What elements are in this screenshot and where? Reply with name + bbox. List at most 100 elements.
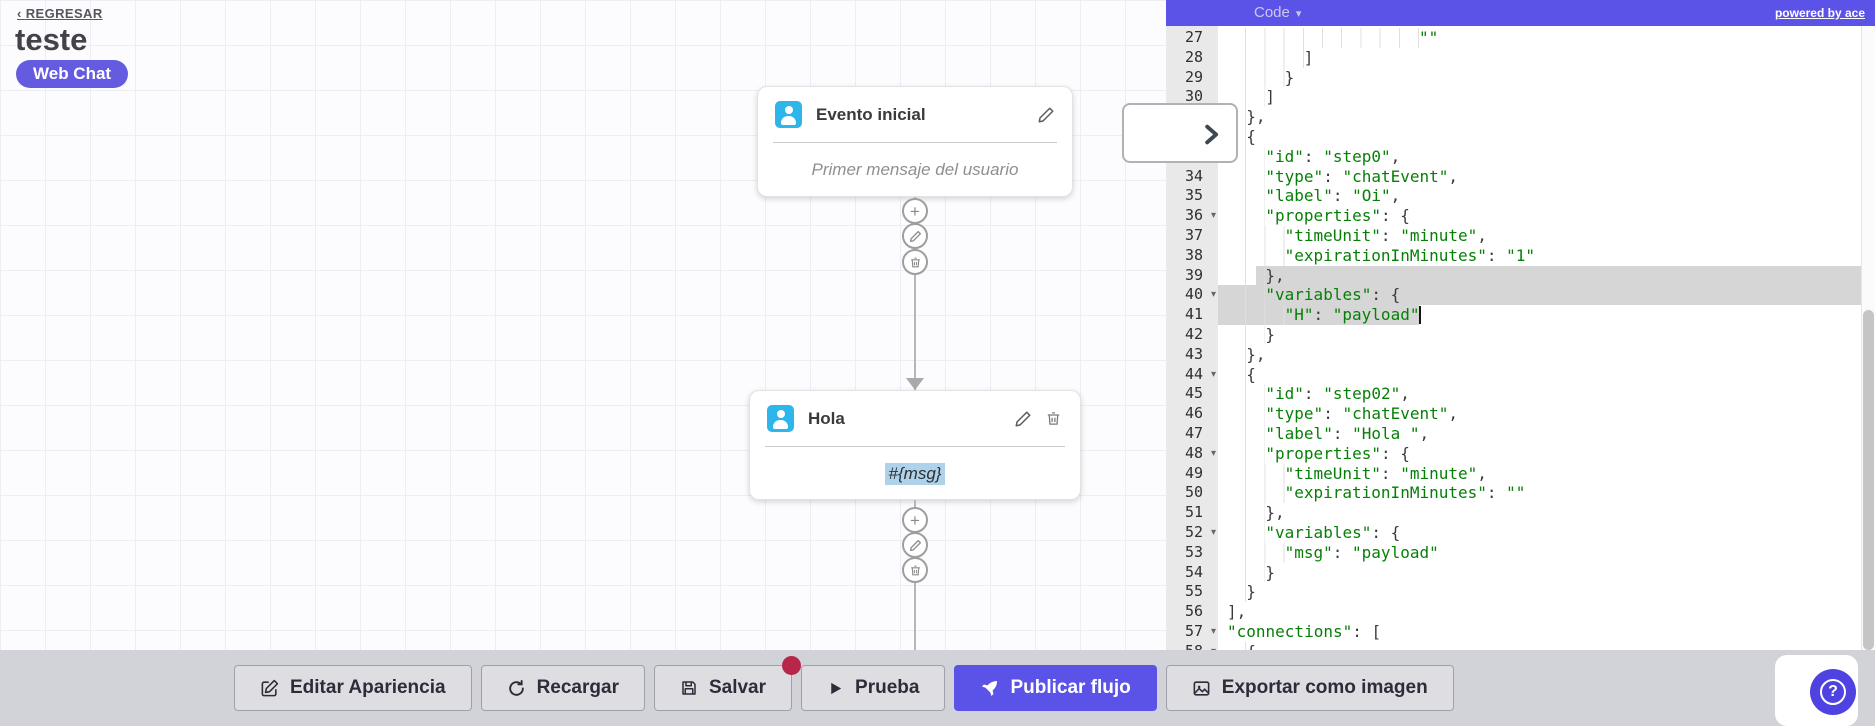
gutter-line-number[interactable]: 49 [1184,463,1203,482]
edit-node-button[interactable] [1037,106,1055,124]
code-lines[interactable]: ""]}]},{"id": "step0","type": "chatEvent… [1218,26,1861,650]
code-line[interactable]: "msg": "payload" [1218,542,1861,563]
code-line[interactable]: "label": "Hola ", [1218,423,1861,444]
gutter-line-number[interactable]: 48▾ [1184,443,1216,462]
gutter-line-number[interactable]: 28 [1184,47,1203,66]
code-line[interactable]: "label": "Oi", [1218,186,1861,207]
code-line[interactable]: ] [1218,87,1861,108]
back-link[interactable]: ‹ REGRESAR [17,6,103,21]
edit-connection-button[interactable] [902,223,928,249]
gutter-line-number[interactable]: 36▾ [1184,206,1216,225]
toolbar-button-publicar-flujo[interactable]: Publicar flujo [954,665,1157,711]
code-line[interactable]: "" [1218,28,1861,48]
help-button[interactable]: ? [1810,669,1856,715]
code-line[interactable]: "type": "chatEvent", [1218,166,1861,187]
gutter-line-number[interactable]: 43 [1184,344,1203,363]
gutter-line-number[interactable]: 52▾ [1184,522,1216,541]
gutter-line-number[interactable]: 56 [1184,602,1203,621]
gutter-line-number[interactable]: 40▾ [1184,285,1216,304]
code-line[interactable]: "variables": { [1218,522,1861,543]
code-line[interactable]: } [1218,582,1861,603]
fold-toggle-icon[interactable]: ▾ [1210,210,1216,222]
flow-node-evento-inicial[interactable]: Evento inicial Primer mensaje del usuari… [757,86,1073,197]
flow-node-hola[interactable]: Hola #{msg} [749,390,1081,500]
back-link-label: REGRESAR [25,6,103,21]
gutter-line-number[interactable]: 54 [1184,562,1203,581]
connector-line [914,197,916,390]
toolbar-button-recargar[interactable]: Recargar [480,665,645,711]
fold-toggle-icon[interactable]: ▾ [1210,289,1216,301]
gutter-line-number[interactable]: 47 [1184,423,1203,442]
code-line[interactable]: "variables": { [1218,285,1861,306]
gutter-line-number[interactable]: 45 [1184,384,1203,403]
gutter-line-number[interactable]: 53 [1184,542,1203,561]
pencil-icon [909,539,921,551]
gutter-line-number[interactable]: 57▾ [1184,621,1216,640]
gutter-line-number[interactable]: 37 [1184,225,1203,244]
code-scrollbar[interactable] [1861,26,1875,650]
fold-toggle-icon[interactable]: ▾ [1211,642,1216,650]
code-line[interactable]: ] [1218,47,1861,68]
edit-node-button[interactable] [1014,410,1032,428]
collapse-panel-button[interactable] [1122,103,1238,163]
gutter-line-number[interactable]: 42 [1184,324,1203,343]
gutter-line-number[interactable]: 34 [1184,166,1203,185]
code-line[interactable]: } [1218,324,1861,345]
code-line[interactable]: "properties": { [1218,443,1861,464]
gutter-line-number[interactable]: 50 [1184,483,1203,502]
gutter-line-number[interactable]: 29 [1184,67,1203,86]
gutter-line-number[interactable]: 39 [1184,265,1203,284]
fold-toggle-icon[interactable]: ▾ [1210,368,1216,380]
gutter-line-number[interactable]: 55 [1184,582,1203,601]
scrollbar-thumb[interactable] [1863,310,1874,650]
gutter-line-number[interactable]: 38 [1184,245,1203,264]
gutter-line-number[interactable]: 30 [1184,87,1203,106]
add-step-button[interactable]: + [902,198,928,224]
connector-chain: + [902,197,928,390]
code-line[interactable]: ], [1227,602,1247,622]
code-line[interactable]: "id": "step0", [1218,146,1861,167]
toolbar-button-salvar[interactable]: Salvar [653,656,802,711]
toolbar-button-prueba[interactable]: Prueba [801,665,946,711]
code-line[interactable]: }, [1218,344,1861,365]
gutter-line-number[interactable]: 46 [1184,404,1203,423]
code-line[interactable]: "id": "step02", [1218,384,1861,405]
toolbar-button-exportar-como-imagen[interactable]: Exportar como imagen [1165,665,1454,711]
toolbar-button-editar-apariencia[interactable]: Editar Apariencia [234,665,472,711]
gutter-line-number[interactable]: 27 [1184,28,1203,46]
code-line[interactable]: "expirationInMinutes": "1" [1218,245,1861,266]
gutter-line-number[interactable]: 51 [1184,503,1203,522]
powered-by-ace-link[interactable]: powered by ace [1774,6,1865,20]
code-line[interactable]: "timeUnit": "minute", [1218,463,1861,484]
code-line[interactable]: "expirationInMinutes": "" [1218,483,1861,504]
code-line[interactable]: { [1218,641,1861,650]
toolbar-button-label: Exportar como imagen [1221,677,1428,698]
fold-toggle-icon[interactable]: ▾ [1210,526,1216,538]
gutter-line-number[interactable]: 41 [1184,305,1203,324]
fold-toggle-icon[interactable]: ▾ [1210,447,1216,459]
code-line[interactable]: } [1218,67,1861,88]
delete-node-button[interactable] [1045,410,1063,428]
fold-toggle-icon[interactable]: ▾ [1210,625,1216,637]
add-step-button[interactable]: + [902,507,928,533]
code-line[interactable]: { [1218,126,1861,147]
plus-icon: + [910,510,920,530]
code-line[interactable]: "properties": { [1218,206,1861,226]
delete-connection-button[interactable] [902,249,928,275]
code-line[interactable]: "type": "chatEvent", [1218,404,1861,424]
code-line[interactable]: } [1218,562,1861,583]
code-view-dropdown[interactable]: Code▾ [1254,4,1302,21]
code-line[interactable]: "H": "payload" [1218,305,1861,325]
delete-connection-button[interactable] [902,557,928,583]
code-line[interactable]: "timeUnit": "minute", [1218,225,1861,246]
code-line[interactable]: "connections": [ [1227,621,1382,641]
gutter-line-number[interactable]: 44▾ [1184,364,1216,383]
code-line[interactable]: { [1218,364,1861,385]
code-line[interactable]: }, [1218,503,1861,523]
code-line[interactable]: }, [1218,107,1861,127]
gutter-line-number[interactable]: 58▾ [1166,642,1218,650]
edit-connection-button[interactable] [902,532,928,558]
code-line[interactable]: }, [1218,265,1861,286]
gutter-line-number[interactable]: 35 [1184,186,1203,205]
